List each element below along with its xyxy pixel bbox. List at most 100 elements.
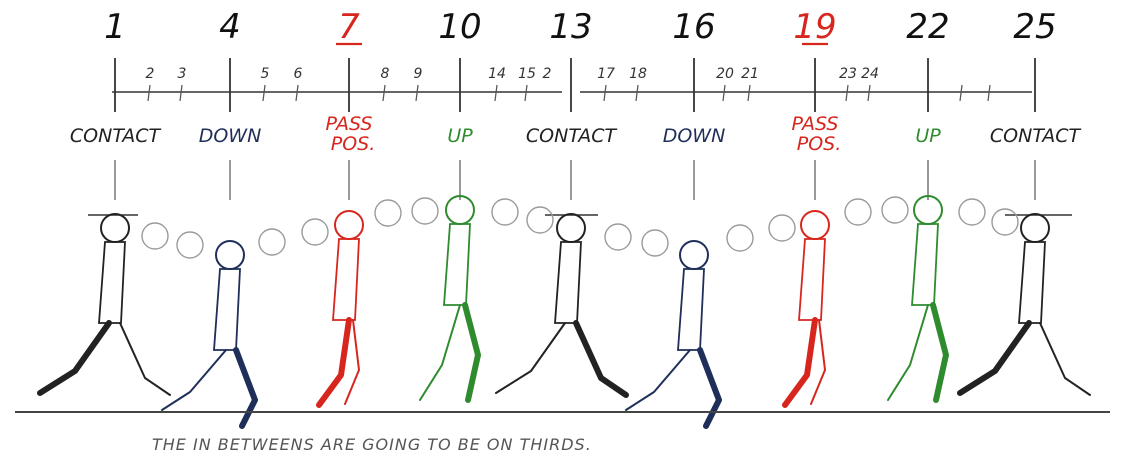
key-frame-number: 19 <box>793 7 836 47</box>
inbetween-tick <box>147 84 151 102</box>
inbetween-frame-number: 6 <box>294 66 303 82</box>
pose-label: PASS <box>326 113 373 135</box>
inbetween-tick <box>722 84 726 102</box>
figure-leg-back <box>810 319 826 405</box>
figure-leg-back <box>930 302 949 403</box>
figure-head <box>800 210 830 240</box>
key-pose-figure <box>419 195 481 403</box>
figure-head <box>556 213 586 243</box>
inbetween-head-circle <box>641 229 669 257</box>
figure-torso <box>443 223 471 306</box>
figure-leg-front <box>37 320 112 396</box>
figure-head <box>334 210 364 240</box>
key-frame-number: 16 <box>672 7 715 47</box>
figure-torso <box>677 268 705 351</box>
key-frame-number: 13 <box>549 7 592 47</box>
key-frame-number: 1 <box>104 7 126 47</box>
inbetween-head-circle <box>526 206 554 234</box>
figure-leg-back <box>344 319 360 405</box>
inbetween-tick <box>524 84 528 102</box>
inbetween-head-circle <box>768 214 796 242</box>
figure-torso <box>798 238 826 321</box>
inbetween-tick <box>959 84 963 102</box>
inbetween-head-circle <box>991 208 1019 236</box>
key-pose-figure <box>957 213 1091 396</box>
inbetween-note: THE IN BETWEENS ARE GOING TO BE ON THIRD… <box>152 435 592 454</box>
figure-leg-front <box>782 317 818 408</box>
figure-torso <box>1018 241 1046 324</box>
inbetween-frame-number: 2 <box>543 66 552 82</box>
key-pose-figure <box>161 240 258 429</box>
inbetween-frame-number: 21 <box>741 66 759 82</box>
inbetween-tick <box>494 84 498 102</box>
inbetween-tick <box>603 84 607 102</box>
inbetween-head-circle <box>844 198 872 226</box>
inbetween-head-circle <box>958 198 986 226</box>
pose-label: CONTACT <box>990 125 1082 147</box>
inbetween-frame-number: 23 <box>839 66 857 82</box>
inbetween-frame-number: 24 <box>861 66 879 82</box>
inbetween-head-circle <box>374 199 402 227</box>
figure-leg-back <box>462 302 481 403</box>
inbetween-head-circle <box>491 198 519 226</box>
key-pose-figure <box>782 210 830 408</box>
inbetween-frame-number: 3 <box>178 66 187 82</box>
inbetween-tick <box>179 84 183 102</box>
inbetween-frame-number: 2 <box>146 66 155 82</box>
inbetween-head-circle <box>411 197 439 225</box>
figure-leg-back <box>573 320 629 398</box>
figure-torso <box>213 268 241 351</box>
pose-label-line2: POS. <box>797 133 842 155</box>
key-pose-figure <box>37 213 171 396</box>
inbetween-tick <box>747 84 751 102</box>
inbetween-frame-number: 5 <box>261 66 270 82</box>
figure-head <box>215 240 245 270</box>
inbetween-head-circle <box>301 218 329 246</box>
figure-torso <box>332 238 360 321</box>
inbetween-head-circle <box>881 196 909 224</box>
inbetween-heads <box>141 196 1019 259</box>
figure-leg-back <box>233 347 258 429</box>
key-frame-number: 22 <box>906 7 949 47</box>
key-frame-number: 10 <box>438 7 481 47</box>
figure-head <box>100 213 130 243</box>
pose-label: UP <box>447 125 473 147</box>
inbetween-frame-number: 15 <box>518 66 536 82</box>
figure-leg-back <box>119 322 171 396</box>
figure-head <box>445 195 475 225</box>
pose-label-line2: POS. <box>331 133 376 155</box>
pose-label: DOWN <box>663 125 726 147</box>
inbetween-head-circle <box>258 228 286 256</box>
pose-label: CONTACT <box>70 125 162 147</box>
inbetween-frame-number: 20 <box>716 66 734 82</box>
figure-torso <box>554 241 582 324</box>
key-pose-figure <box>625 240 722 429</box>
inbetween-tick <box>635 84 639 102</box>
pose-label: DOWN <box>199 125 262 147</box>
key-pose-figure <box>316 210 364 408</box>
key-pose-figure <box>495 213 629 398</box>
inbetween-tick <box>262 84 266 102</box>
figure-head <box>1020 213 1050 243</box>
inbetween-frame-number: 18 <box>629 66 647 82</box>
key-frame-number: 4 <box>219 7 241 47</box>
key-pose-figure <box>887 195 949 403</box>
inbetween-frame-number: 9 <box>414 66 423 82</box>
inbetween-frame-number: 8 <box>381 66 390 82</box>
key-frame-number: 7 <box>338 7 360 47</box>
pose-label: UP <box>915 125 941 147</box>
key-frame-number: 25 <box>1013 7 1056 47</box>
figure-leg-back <box>697 347 722 429</box>
figure-leg-back <box>1039 322 1091 396</box>
inbetween-head-circle <box>726 224 754 252</box>
